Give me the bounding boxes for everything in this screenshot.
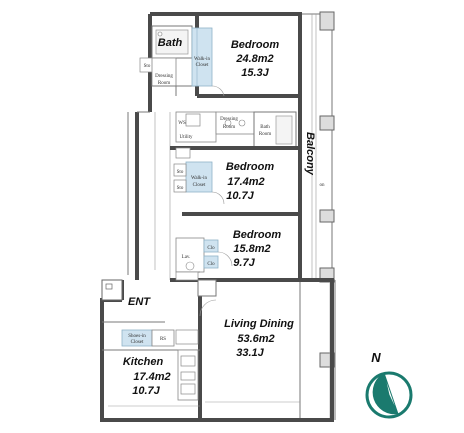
dressing-1-label-a: Dressing <box>155 74 173 79</box>
living-dining-name: Living Dining <box>224 318 294 330</box>
compass-fill <box>372 373 398 415</box>
north-compass: N <box>365 350 413 419</box>
bath-room <box>139 25 197 96</box>
walkin-1-label-b: Closet <box>196 63 209 68</box>
sto-2-label: Sto <box>177 186 184 191</box>
rs-label: RS <box>160 337 166 342</box>
sto-1-label: Sto <box>177 170 184 175</box>
kitchen-jo: 10.7J <box>132 385 160 397</box>
bedroom-3-jo: 9.7J <box>233 257 255 269</box>
kitchen-name: Kitchen <box>123 356 164 368</box>
kitchen-room <box>108 349 200 407</box>
dressing-2-label-a: Dressing <box>220 117 238 122</box>
bedroom-3-area: 15.8m2 <box>233 243 270 255</box>
walkin-2-label-b: Closet <box>193 183 206 188</box>
bedroom-2-area: 17.4m2 <box>227 176 264 188</box>
on-label: on <box>320 183 326 188</box>
dressing-2-label-b: Room <box>223 125 235 130</box>
balcony-area <box>299 11 336 421</box>
dressing-1-label-b: Room <box>158 81 170 86</box>
bathroom-label-b: Room <box>259 132 271 137</box>
ws-label: WS <box>178 121 186 126</box>
clo-1-label: Clo <box>207 246 215 251</box>
bath-label: Bath <box>158 37 183 49</box>
bedroom-2-name: Bedroom <box>226 161 275 173</box>
clo-2-label: Clo <box>207 262 215 267</box>
walkin-2-label-a: Walk-in <box>191 176 207 181</box>
entrance-area <box>102 321 200 351</box>
bedroom-2-room <box>173 161 300 216</box>
lav-label: Lav. <box>182 255 191 260</box>
sto-bath-label: Sto <box>144 64 151 69</box>
corridor <box>101 111 171 301</box>
utility-label: Utility <box>179 135 193 140</box>
walkin-closet-1 <box>191 27 213 87</box>
shoes-closet-label-b: Closet <box>131 340 144 345</box>
bedroom-3-room <box>170 237 300 282</box>
shoes-closet-label-a: Shoes-in <box>128 334 146 339</box>
bedroom-3-name: Bedroom <box>233 229 282 241</box>
kitchen-area: 17.4m2 <box>133 371 170 383</box>
balcony-label: Balcony <box>304 132 316 176</box>
utility-row <box>170 111 300 159</box>
walkin-1-label-a: Walk-in <box>194 57 210 62</box>
bedroom-1-jo: 15.3J <box>241 67 269 79</box>
bedroom-1-area: 24.8m2 <box>235 53 273 65</box>
north-label: N <box>371 350 381 365</box>
living-dining-area: 53.6m2 <box>237 333 274 345</box>
bedroom-1-name: Bedroom <box>231 39 280 51</box>
entrance-label: ENT <box>128 296 151 308</box>
bedroom-2-jo: 10.7J <box>226 190 254 202</box>
bathroom-label-a: Bath <box>260 125 270 130</box>
bedroom-1-room <box>197 85 300 98</box>
living-dining-jo: 33.1J <box>236 347 264 359</box>
